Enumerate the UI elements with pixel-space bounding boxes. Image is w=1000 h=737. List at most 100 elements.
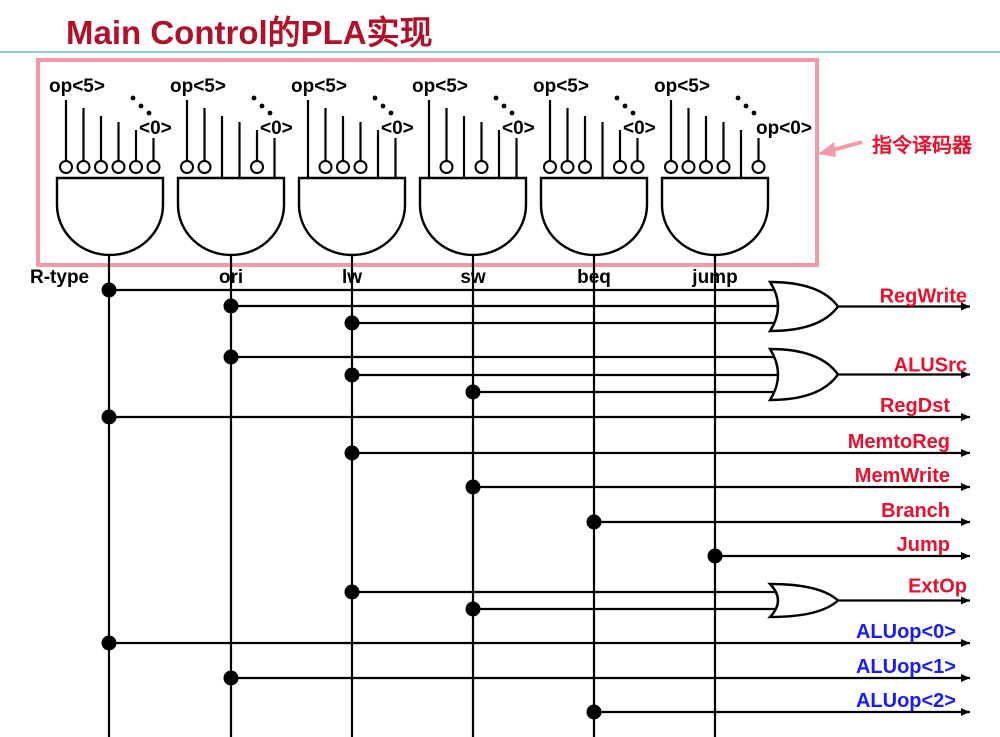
- output-regwrite: RegWrite: [101, 280, 970, 333]
- output-arrowhead: [961, 674, 970, 682]
- or-gate-regwrite: [767, 280, 840, 333]
- ellipsis-dot: [751, 110, 757, 116]
- decoder-r-type: op<5> <0> R-type: [30, 76, 172, 737]
- inverter-bubble: [318, 160, 333, 174]
- inverter-bubble: [336, 160, 350, 174]
- ellipsis-dot: [509, 110, 515, 116]
- op-high-bit-label: op<5>: [654, 76, 710, 97]
- inverter-bubble: [543, 160, 557, 174]
- output-alusrc: ALUSrc: [223, 347, 970, 402]
- ellipsis-dot: [388, 110, 394, 116]
- ellipsis-dot: [372, 95, 378, 101]
- ellipsis-dot: [267, 110, 273, 116]
- decoder-lw: op<5><0>lw: [291, 76, 414, 737]
- ellipsis-dot: [622, 103, 628, 109]
- output-arrowhead: [961, 708, 970, 716]
- ellipsis-dot: [630, 110, 636, 116]
- and-gate-lw: [297, 176, 407, 257]
- inverter-bubble: [578, 160, 592, 174]
- output-label: Jump: [897, 534, 950, 556]
- ellipsis-dot: [380, 103, 386, 109]
- op-high-bit-label: op<5>: [291, 76, 347, 97]
- inverter-bubble: [474, 160, 489, 174]
- op-low-bit-label: <0>: [502, 118, 535, 139]
- or-gate-alusrc: [767, 347, 840, 402]
- connection-dot-lw: [344, 315, 360, 331]
- op-low-bit-label: op<0>: [756, 118, 812, 139]
- inverter-bubble: [681, 160, 696, 174]
- instruction-name-beq: beq: [577, 267, 611, 288]
- decoder-ori: op<5> <0> ori: [170, 76, 293, 737]
- op-high-bit-label: op<5>: [49, 76, 105, 97]
- op-low-bit-label: <0>: [260, 118, 293, 139]
- output-arrowhead: [961, 639, 970, 647]
- output-memtoreg: MemtoReg: [344, 431, 970, 461]
- and-gate-r-type: [55, 176, 165, 257]
- connection-dot-sw: [465, 601, 481, 617]
- ellipsis-dot: [138, 103, 144, 109]
- decoder-jump: op<5> op<0> jump: [654, 76, 812, 737]
- output-extop: ExtOp: [344, 576, 970, 619]
- output-label: RegDst: [880, 395, 950, 417]
- connection-dot-ori: [223, 670, 239, 686]
- instruction-name-jump: jump: [691, 267, 737, 288]
- connection-dot-beq: [586, 704, 602, 720]
- output-label: ALUSrc: [894, 355, 967, 377]
- inverter-bubble: [146, 160, 161, 174]
- output-label: ALUop<0>: [856, 621, 956, 643]
- output-branch: Branch: [586, 500, 970, 530]
- connection-dot-r-type: [101, 409, 117, 425]
- instruction-name-r-type: R-type: [30, 267, 89, 288]
- output-label: ALUop<1>: [856, 656, 956, 678]
- connection-dot-ori: [223, 349, 239, 365]
- output-regdst: RegDst: [101, 395, 970, 425]
- inverter-bubble: [664, 160, 678, 174]
- page-title: Main Control的PLA实现: [66, 14, 433, 51]
- output-label: MemtoReg: [848, 431, 950, 453]
- inverter-bubble: [560, 160, 575, 174]
- connection-dot-sw: [465, 384, 481, 400]
- connection-dot-sw: [465, 479, 481, 495]
- inverter-bubble: [613, 160, 627, 174]
- output-aluop-1: ALUop<1>: [223, 656, 970, 686]
- output-label: ExtOp: [908, 576, 967, 598]
- connection-dot-lw: [344, 584, 360, 600]
- op-high-bit-label: op<5>: [412, 76, 468, 97]
- ellipsis-dot: [614, 95, 620, 101]
- decoder-sw: op<5><0>sw: [412, 76, 535, 737]
- output-arrowhead: [961, 552, 970, 560]
- instruction-name-ori: ori: [219, 267, 243, 288]
- inverter-bubble: [439, 160, 454, 174]
- output-aluop-0: ALUop<0>: [101, 621, 970, 651]
- output-label: Branch: [881, 500, 950, 522]
- inverter-bubble: [197, 160, 212, 174]
- output-label: ALUop<2>: [856, 690, 956, 712]
- annotation-arrow: [818, 140, 863, 157]
- connection-dot-beq: [586, 514, 602, 530]
- op-low-bit-label: <0>: [139, 118, 172, 139]
- inverter-bubble: [129, 160, 143, 174]
- ellipsis-dot: [146, 110, 152, 116]
- inverter-bubble: [353, 160, 368, 174]
- ellipsis-dot: [501, 103, 507, 109]
- inverter-bubble: [751, 160, 766, 174]
- output-group: RegWriteALUSrcRegDstMemtoRegMemWriteBran…: [101, 280, 970, 720]
- output-aluop-2: ALUop<2>: [586, 690, 970, 720]
- inverter-bubble: [716, 160, 731, 174]
- connection-dot-jump: [707, 548, 723, 564]
- connection-dot-r-type: [101, 635, 117, 651]
- and-gate-sw: [418, 176, 528, 257]
- decoder-beq: op<5><0>beq: [533, 76, 656, 737]
- connection-dot-ori: [223, 298, 239, 314]
- inverter-bubble: [630, 160, 645, 174]
- connection-dot-lw: [344, 445, 360, 461]
- op-high-bit-label: op<5>: [170, 76, 226, 97]
- and-gate-beq: [539, 176, 649, 257]
- ellipsis-dot: [743, 103, 749, 109]
- and-gate-jump: [660, 176, 770, 257]
- inverter-bubble: [250, 160, 264, 174]
- and-gate-ori: [176, 176, 286, 257]
- decoder-highlight-box: [36, 58, 819, 267]
- op-high-bit-label: op<5>: [533, 76, 589, 97]
